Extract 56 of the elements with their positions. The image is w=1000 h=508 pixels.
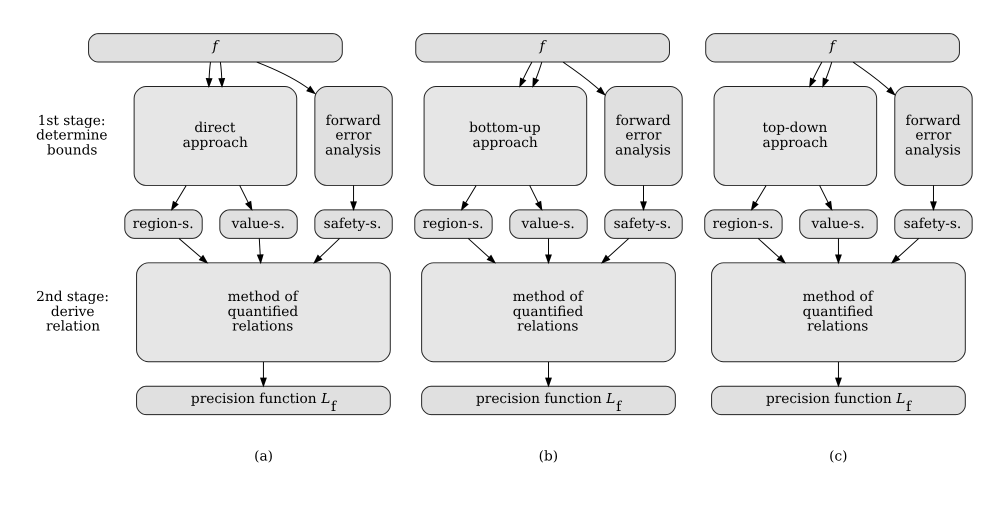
arrow [835, 238, 842, 264]
node-box: region-s. [124, 209, 203, 239]
node-box: bottom-up approach [424, 86, 588, 186]
node-box: method of quantified relations [711, 262, 966, 362]
arrow [819, 185, 832, 212]
arrow [545, 238, 552, 264]
arrow [218, 62, 226, 88]
arrow [519, 62, 532, 88]
node-box: forward error analysis [314, 86, 393, 186]
arrow [313, 238, 340, 264]
node-box: value-s. [799, 209, 878, 239]
arrow [758, 238, 786, 264]
arrow [809, 62, 822, 88]
arrow [256, 238, 264, 264]
node-box: forward error analysis [894, 86, 973, 186]
node-box: region-s. [704, 209, 783, 239]
label: (a) [254, 448, 273, 464]
node-box: direct approach [134, 86, 298, 186]
label: (b) [538, 448, 558, 464]
arrow [890, 238, 920, 264]
arrow [350, 185, 357, 212]
node-box: method of quantified relations [421, 262, 676, 362]
arrow [640, 185, 647, 212]
node-box: safety-s. [604, 209, 683, 239]
arrow [468, 238, 496, 264]
node-box: safety-s. [894, 209, 973, 239]
arrow [532, 62, 542, 88]
node-box: forward error analysis [604, 86, 683, 186]
node-box: top-down approach [714, 86, 878, 186]
node-box: f [705, 33, 960, 62]
arrow [930, 185, 937, 212]
arrow [562, 62, 606, 96]
arrow [460, 185, 477, 211]
arrow [170, 185, 187, 211]
label: (c) [829, 448, 848, 464]
label: 2nd stage: derive relation [36, 289, 110, 335]
arrow [178, 238, 208, 264]
arrow [206, 62, 213, 88]
arrow [545, 361, 552, 388]
node-box: safety-s. [314, 209, 393, 239]
arrow [852, 62, 896, 96]
node-box: value-s. [509, 209, 588, 239]
arrow [529, 185, 542, 212]
arrow [835, 361, 842, 388]
node-box: value-s. [219, 209, 298, 239]
arrow [256, 62, 316, 94]
node-box: method of quantified relations [136, 262, 391, 362]
arrow [600, 238, 630, 264]
arrow [260, 361, 267, 388]
label: 1st stage: determine bounds [36, 112, 108, 158]
node-box: region-s. [414, 209, 493, 239]
arrow [750, 185, 767, 211]
node-box: f [415, 33, 670, 62]
arrow [239, 185, 252, 212]
node-box: f [88, 33, 343, 62]
arrow [822, 62, 832, 88]
